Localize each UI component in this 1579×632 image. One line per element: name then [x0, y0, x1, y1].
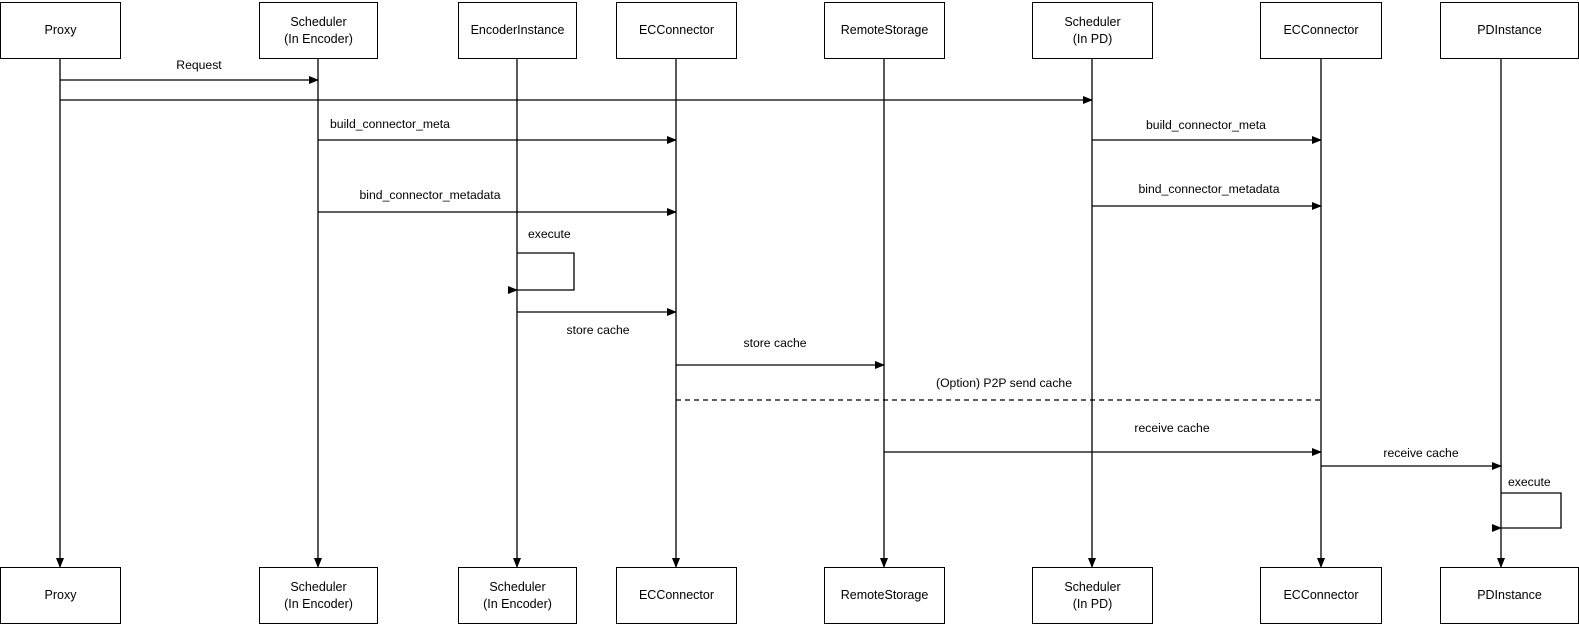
participant-label: PDInstance [1477, 23, 1542, 38]
participant-footer-sched_enc[interactable]: Scheduler (In Encoder) [259, 567, 378, 624]
participant-footer-ecconn_enc[interactable]: ECConnector [616, 567, 737, 624]
self-message-arrow-s2[interactable] [1492, 492, 1562, 532]
participant-label: PDInstance [1477, 588, 1542, 603]
participant-label: ECConnector [638, 23, 715, 38]
message-label-m5: bind_connector_metadata [359, 188, 501, 202]
participant-sublabel: (In Encoder) [284, 596, 353, 611]
participant-label: RemoteStorage [840, 588, 929, 603]
message-label-m6: bind_connector_metadata [1138, 182, 1280, 196]
participant-label: ECConnector [638, 588, 715, 603]
participant-label: EncoderInstance [470, 23, 565, 38]
participant-label: ECConnector [1283, 23, 1359, 38]
participant-footer-ecconn_pd[interactable]: ECConnector [1260, 567, 1382, 624]
messages-group [60, 76, 1502, 470]
participant-label: Scheduler [1064, 579, 1121, 594]
message-label-m4: build_connector_meta [1146, 118, 1266, 132]
participant-header-remote_store[interactable]: RemoteStorage [824, 2, 945, 59]
message-label-m3: build_connector_meta [330, 117, 450, 131]
participant-footer-encoder_inst[interactable]: Scheduler (In Encoder) [458, 567, 577, 624]
participant-header-encoder_inst[interactable]: EncoderInstance [458, 2, 577, 59]
participant-label: RemoteStorage [840, 23, 929, 38]
participant-label: Proxy [44, 23, 77, 38]
message-label-m9: (Option) P2P send cache [936, 376, 1072, 390]
participant-header-ecconn_enc[interactable]: ECConnector [616, 2, 737, 59]
participant-header-sched_enc[interactable]: Scheduler (In Encoder) [259, 2, 378, 59]
participant-sublabel: (In Encoder) [483, 596, 552, 611]
self-message-label-s2: execute [1508, 475, 1551, 489]
participant-sublabel: (In Encoder) [284, 31, 353, 46]
participant-footer-proxy[interactable]: Proxy [0, 567, 121, 624]
message-label-m8: store cache [743, 336, 807, 350]
participant-footer-remote_store[interactable]: RemoteStorage [824, 567, 945, 624]
self-message-label-s1: execute [528, 227, 571, 241]
self-messages-group [508, 252, 1562, 532]
participant-header-pd_inst[interactable]: PDInstance [1440, 2, 1579, 59]
participant-sublabel: (In PD) [1072, 31, 1113, 46]
participant-header-proxy[interactable]: Proxy [0, 2, 121, 59]
participant-label: Scheduler [290, 14, 347, 29]
message-label-m7: store cache [566, 323, 630, 337]
message-label-m1: Request [176, 58, 222, 72]
message-label-m10: receive cache [1134, 421, 1210, 435]
participant-label: Scheduler [489, 579, 546, 594]
message-label-m11: receive cache [1383, 446, 1459, 460]
participant-footer-sched_pd[interactable]: Scheduler (In PD) [1032, 567, 1153, 624]
participant-sublabel: (In PD) [1072, 596, 1113, 611]
participant-header-ecconn_pd[interactable]: ECConnector [1260, 2, 1382, 59]
participant-label: Scheduler [290, 579, 347, 594]
participant-footer-pd_inst[interactable]: PDInstance [1440, 567, 1579, 624]
participant-header-sched_pd[interactable]: Scheduler (In PD) [1032, 2, 1153, 59]
participant-label: Scheduler [1064, 14, 1121, 29]
self-message-arrow-s1[interactable] [508, 252, 575, 294]
participant-label: ECConnector [1283, 588, 1359, 603]
lifelines-group [56, 59, 1505, 568]
participant-label: Proxy [44, 588, 77, 603]
